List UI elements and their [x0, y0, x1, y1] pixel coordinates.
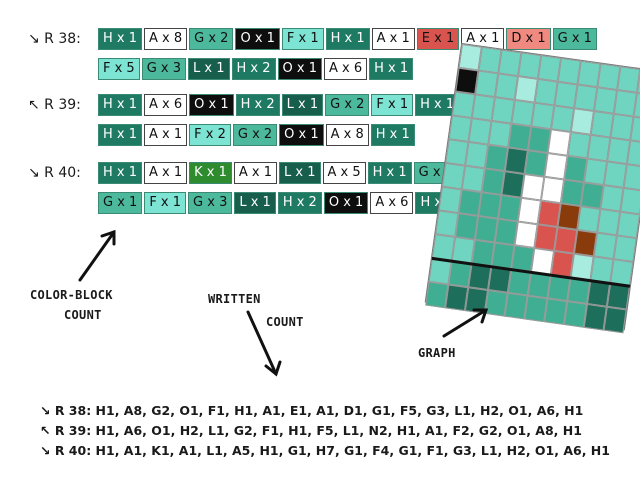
label-graph: GRAPH — [418, 346, 456, 360]
arrow-graph — [442, 308, 488, 338]
color-block-cell: A x 1 — [371, 28, 415, 50]
color-block-cell: K x 1 — [189, 162, 232, 184]
color-block-cell: F x 1 — [281, 28, 324, 50]
row-label: ↘ R 40: — [28, 165, 81, 181]
color-block-cell: A x 6 — [324, 58, 368, 80]
color-block-cell: H x 1 — [415, 94, 460, 116]
written-row-38: ↘ R 38: H1, A8, G2, O1, F1, H1, A1, E1, … — [40, 403, 584, 418]
color-block-cell: A x 5 — [322, 162, 366, 184]
written-row-40: ↘ R 40: H1, A1, K1, A1, L1, A5, H1, G1, … — [40, 443, 610, 458]
color-block-cell: F x 1 — [371, 94, 414, 116]
color-block-cell: H x 2 — [231, 58, 276, 80]
color-block-cell: H x 1 — [98, 94, 143, 116]
color-block-cell: O x 1 — [323, 192, 369, 214]
label-written-count: COUNT — [266, 315, 304, 329]
row-label: ↘ R 38: — [28, 31, 81, 47]
row-label: ↖ R 39: — [28, 97, 81, 113]
color-block-cell: O x 1 — [189, 94, 234, 116]
arrow-written — [246, 310, 278, 376]
color-block-cell: O x 1 — [235, 28, 280, 50]
color-block-cell: H x 1 — [370, 124, 415, 146]
color-block-cell: F x 1 — [144, 192, 187, 214]
color-block-cell: L x 1 — [188, 58, 230, 80]
color-block-cell: A x 1 — [233, 162, 278, 184]
color-block-cell: G x 3 — [141, 58, 187, 80]
color-block-cell: H x 1 — [98, 162, 143, 184]
color-block-cell: A x 1 — [144, 162, 188, 184]
color-block-cell: A x 1 — [144, 124, 188, 146]
color-block-cell: H x 1 — [367, 162, 412, 184]
color-block-cell: L x 1 — [279, 162, 321, 184]
arrow-written-head — [264, 360, 282, 377]
color-block-cell: A x 8 — [144, 28, 188, 50]
color-block-cell: O x 1 — [279, 124, 324, 146]
color-block-cell: F x 5 — [98, 58, 140, 80]
color-block-cell: A x 6 — [370, 192, 414, 214]
color-block-cell: D x 1 — [506, 28, 551, 50]
color-block-cell: H x 1 — [98, 28, 143, 50]
color-block-cell: A x 8 — [325, 124, 369, 146]
color-block-cell: H x 2 — [277, 192, 322, 214]
color-block-cell: G x 1 — [98, 192, 143, 214]
color-block-cell: G x 2 — [232, 124, 278, 146]
color-block-cell: A x 6 — [144, 94, 188, 116]
color-block-cell: E x 1 — [416, 28, 460, 50]
color-block-cell: G x 2 — [189, 28, 234, 50]
label-written: WRITTEN — [208, 292, 261, 306]
color-block-cell: L x 1 — [234, 192, 276, 214]
color-block-cell: F x 2 — [189, 124, 231, 146]
color-block-cell: G x 3 — [188, 192, 233, 214]
label-color-block-count: COUNT — [64, 308, 102, 322]
color-block-cell: L x 1 — [281, 94, 324, 116]
color-block-cell: H x 2 — [235, 94, 280, 116]
arrow-color-block-head — [100, 229, 116, 246]
color-block-cell: G x 2 — [325, 94, 370, 116]
color-block-cell: G x 1 — [552, 28, 597, 50]
color-block-cell: H x 1 — [369, 58, 414, 80]
color-block-cell: H x 1 — [98, 124, 143, 146]
written-row-39: ↖ R 39: H1, A6, O1, H2, L1, G2, F1, H1, … — [40, 423, 582, 438]
label-color-block: COLOR-BLOCK — [30, 288, 113, 302]
color-block-cell: H x 1 — [325, 28, 370, 50]
color-block-cell: H x — [415, 192, 448, 214]
color-block-cell: O x 1 — [277, 58, 322, 80]
arrow-graph-head — [472, 308, 489, 324]
arrow-color-block — [78, 230, 116, 282]
